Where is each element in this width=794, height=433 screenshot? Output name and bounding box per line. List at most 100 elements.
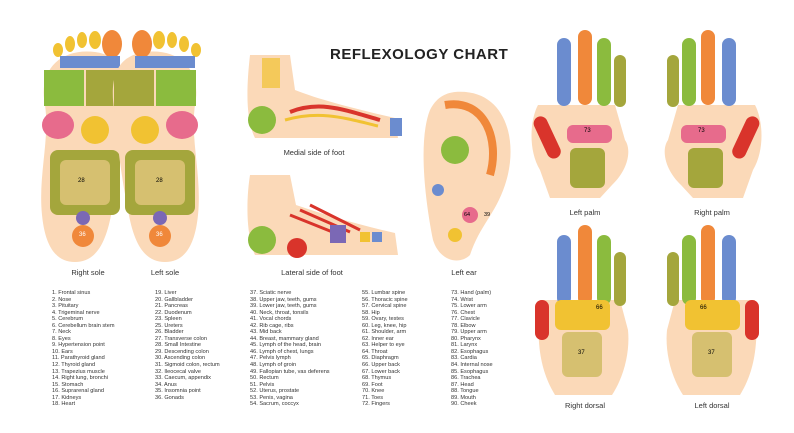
legend-item: 86. Trachea (451, 375, 481, 382)
legend-item: 73. Hand (palm) (451, 290, 492, 296)
legend-item: 54. Sacrum, coccyx (250, 401, 299, 408)
right-sole-label-28: 28 (78, 178, 85, 184)
right-dorsal-label-66: 66 (596, 305, 603, 311)
right-sole-label-36: 36 (79, 232, 86, 238)
left-palm-label-73: 73 (584, 128, 591, 134)
legend-item: 17. Kidneys (52, 394, 82, 401)
legend-item: 64. Throat (362, 348, 388, 355)
legend-item: 43. Mid back (250, 329, 282, 336)
legend-item: 41. Vocal chords (250, 316, 292, 323)
legend-item: 55. Lumbar spine (362, 290, 406, 296)
right-dorsal (535, 225, 629, 395)
legend-item: 63. Helper to eye (362, 342, 405, 349)
legend-item: 76. Chest (451, 309, 475, 316)
legend-item: 31. Sigmoid colon, rectum (155, 362, 220, 369)
legend-item: 56. Thoracic spine (362, 296, 408, 303)
legend-item: 53. Penis, vagina (250, 394, 293, 401)
left-palm (531, 30, 629, 198)
legend-item: 28. Small Intestine (155, 342, 202, 349)
legend-item: 66. Upper back (362, 362, 400, 369)
legend-item: 71. Toes (362, 394, 384, 401)
legend-item: 62. Inner ear (362, 335, 394, 342)
legend-item: 14. Right lung, bronchi (52, 375, 108, 382)
ear-label-64: 64 (464, 212, 471, 218)
legend-item: 52. Uterus, prostate (250, 388, 300, 395)
caption-medial: Medial side of foot (283, 148, 345, 157)
legend-item: 48. Lymph of groin (250, 362, 297, 369)
legend-item: 40. Neck, throat, tonsils (250, 309, 309, 316)
legend-item: 36. Gonads (155, 394, 184, 401)
legend-item: 46. Lymph of chest, lungs (250, 348, 314, 355)
legend-item: 1. Frontal sinus (52, 290, 91, 296)
legend-item: 25. Ureters (155, 322, 183, 329)
legend-item: 68. Thymus (362, 375, 392, 382)
legend-item: 15. Stomach (52, 381, 84, 388)
legend-item: 39. Lower jaw, teeth, gums (250, 303, 317, 310)
legend-item: 89. Mouth (451, 394, 476, 401)
caption-right-sole: Right sole (71, 268, 105, 277)
legend-item: 11. Parathyroid gland (52, 355, 105, 362)
legend-item: 47. Pelvis lymph (250, 355, 291, 362)
right-palm-label-73: 73 (698, 128, 705, 134)
left-sole (112, 30, 201, 262)
legend-item: 75. Lower arm (451, 303, 487, 310)
legend-item: 82. Esophagus (451, 348, 489, 355)
legend-item: 22. Duodenum (155, 309, 192, 316)
legend-item: 69. Foot (362, 381, 383, 388)
legend-item: 16. Suprarenal gland (52, 388, 104, 395)
legend-item: 74. Wrist (451, 296, 473, 303)
ear-label-39: 39 (484, 212, 491, 218)
legend-item: 6. Cerebellum brain stem (52, 322, 115, 329)
legend-item: 57. Cervical spine (362, 303, 407, 310)
legend-item: 37. Sciatic nerve (250, 290, 292, 296)
legend-item: 9. Hypertension point (52, 342, 105, 349)
legend-item: 44. Breast, mammary gland (250, 335, 319, 342)
legend-item: 20. Gallbladder (155, 296, 193, 303)
legend-item: 19. Liver (155, 290, 177, 296)
legend-item: 79. Upper arm (451, 329, 487, 336)
legend-item: 88. Tongue (451, 388, 479, 395)
left-dorsal-label-66: 66 (700, 305, 707, 311)
legend-item: 80. Pharynx (451, 335, 481, 342)
legend-item: 90. Cheek (451, 401, 477, 408)
legend-item: 42. Rib cage, ribs (250, 322, 294, 329)
caption-lateral: Lateral side of foot (281, 268, 343, 277)
legend-item: 33. Caecum, appendix (155, 375, 211, 382)
legend-item: 29. Descending colon (155, 348, 209, 355)
legend-item: 13. Trapezius muscle (52, 368, 105, 375)
legend-item: 72. Fingers (362, 401, 390, 408)
legend-item: 61. Shoulder, arm (362, 329, 407, 336)
legend-item: 32. Ileocecal valve (155, 368, 202, 375)
legend-item: 12. Thyroid gland (52, 362, 96, 369)
legend-item: 8. Eyes (52, 335, 71, 342)
left-dorsal (666, 225, 759, 395)
legend-item: 58. Hip (362, 309, 380, 316)
legend-item: 50. Rectum (250, 375, 279, 382)
legend-item: 26. Bladder (155, 329, 184, 336)
legend-item: 87. Head (451, 381, 474, 388)
legend-item: 84. Internal nose (451, 362, 493, 369)
left-dorsal-label-37: 37 (708, 350, 715, 356)
legend-item: 18. Heart (52, 401, 76, 408)
legend-item: 65. Diaphragm (362, 355, 399, 362)
legend-item: 21. Pancreas (155, 303, 188, 310)
caption-left-sole: Left sole (150, 268, 180, 277)
legend-item: 51. Pelvis (250, 381, 275, 388)
legend-item: 2. Nose (52, 296, 72, 303)
legend-item: 23. Spleen (155, 316, 182, 323)
legend-item: 67. Lower back (362, 368, 400, 375)
left-sole-label-36: 36 (156, 232, 163, 238)
legend-item: 83. Cardia (451, 355, 477, 362)
legend-item: 49. Fallopian tube, vas deferens (250, 368, 330, 375)
legend-item: 5. Cerebrum (52, 316, 84, 323)
legend-item: 38. Upper jaw, teeth, gums (250, 296, 317, 303)
right-palm (664, 30, 762, 198)
caption-left-ear: Left ear (451, 268, 477, 277)
